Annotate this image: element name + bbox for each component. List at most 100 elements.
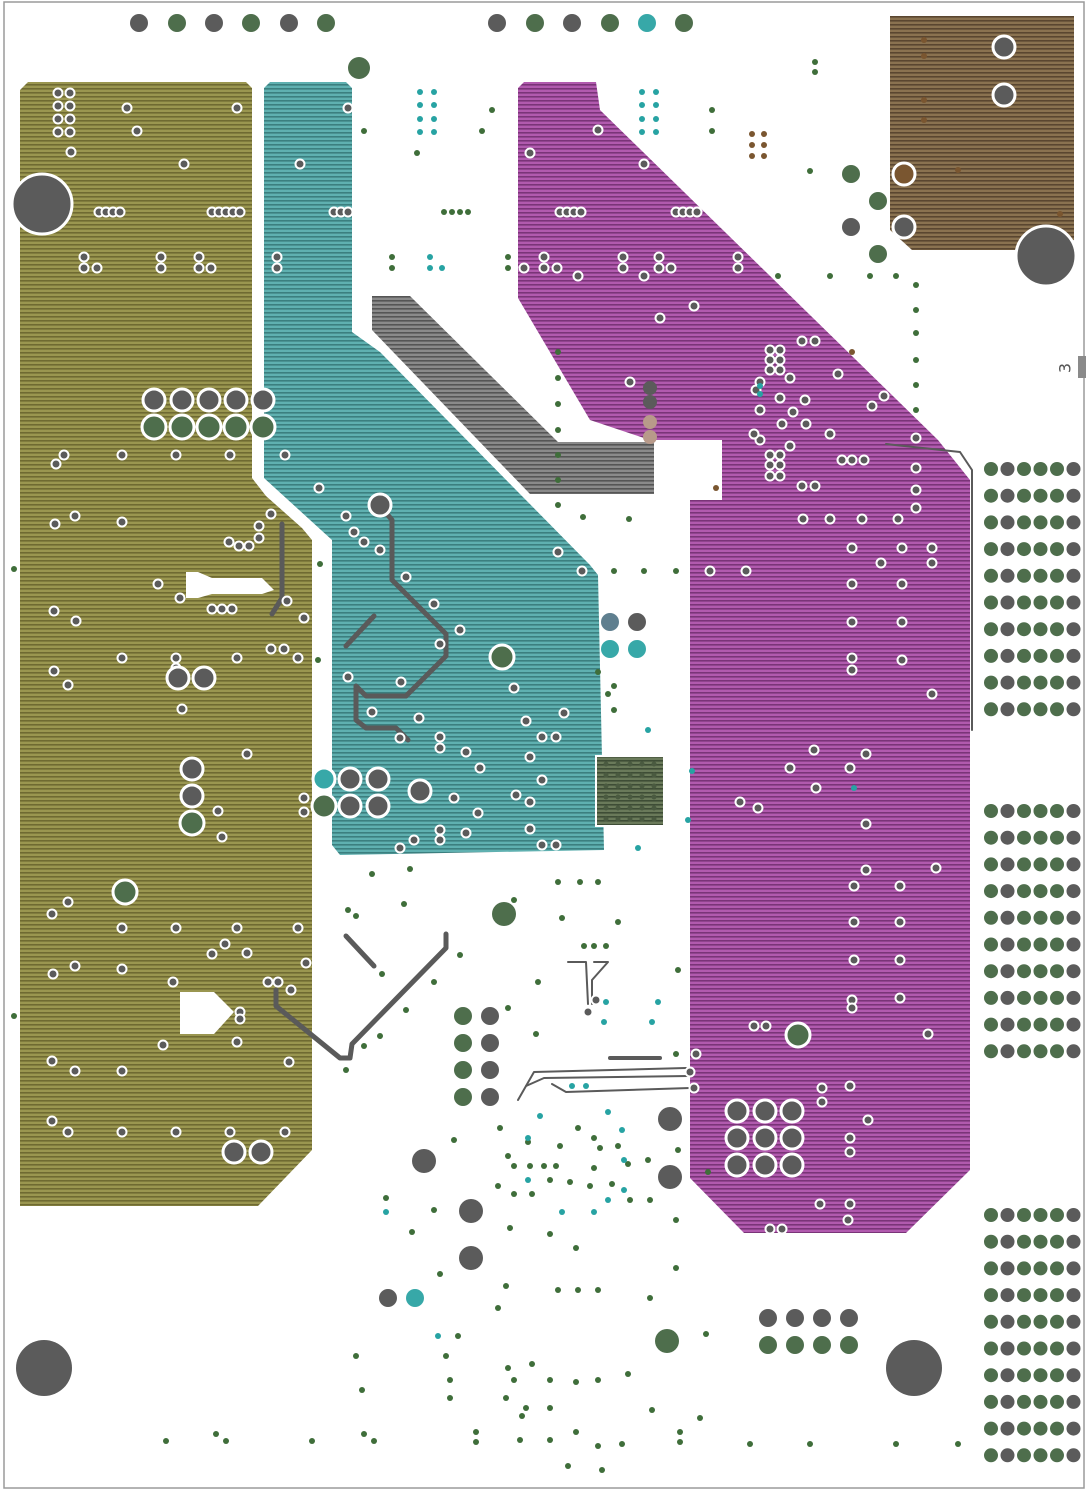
stitching-via [774,392,786,404]
edge-marker [1078,356,1086,378]
connector-pad [1033,622,1048,637]
signal-via [497,1125,503,1131]
signal-via [547,1437,553,1443]
connector-pad [1017,804,1031,818]
connector-pad [984,702,998,717]
pad [842,165,860,183]
stitching-via [170,449,182,461]
connector-pad [1050,1234,1064,1249]
component-pad [365,793,391,819]
stitching-via [298,806,310,818]
connector-pad [1033,1017,1048,1032]
stitching-via [69,510,81,522]
connector-pad [1000,804,1015,818]
component-pad [365,766,391,792]
signal-via [625,1371,631,1377]
stitching-via [846,542,858,554]
connector-pad [1050,1261,1064,1276]
stitching-via [752,802,764,814]
connector-pad [984,964,998,979]
teal-via [653,116,659,122]
connector-pad [1000,515,1015,530]
header-pad [675,14,693,32]
header-pad [242,14,260,32]
stitching-via [170,1126,182,1138]
stitching-via [844,1146,856,1158]
connector-pad [1066,1341,1081,1356]
connector-pad [1017,937,1031,952]
connector-pad [1066,1368,1081,1383]
connector-pad [1017,990,1031,1005]
ic-thermal-via [627,783,633,789]
stitching-via [262,976,274,988]
teal-via [431,89,437,95]
connector-pad [1050,462,1064,476]
stitching-via [617,262,629,274]
connector-pad [1066,462,1081,476]
stitching-via [774,459,786,471]
stitching-via [170,652,182,664]
stitching-via [740,565,752,577]
teal-via [639,129,645,135]
signal-via [867,273,873,279]
signal-via [565,1463,571,1469]
connector-pad [1033,990,1048,1005]
teal-via [439,265,445,271]
pad [655,1329,679,1353]
stitching-via [844,1080,856,1092]
stitching-via [206,948,218,960]
pad [348,57,370,79]
stitching-via [538,251,550,263]
stitching-via [910,484,922,496]
connector-pad [984,1288,998,1303]
stitching-via [653,251,665,263]
stitching-via [413,712,425,724]
stitching-via [155,262,167,274]
signal-via [389,265,395,271]
stitching-via [348,526,360,538]
signal-via [913,407,919,413]
stitching-via [46,1055,58,1067]
signal-via [457,209,463,215]
stitching-via [91,262,103,274]
stitching-via [617,251,629,263]
ic-thermal-via [603,794,609,800]
pad [481,1088,499,1106]
teal-via [639,116,645,122]
connector-pad [984,1394,998,1409]
component-pad [488,643,516,671]
ic-thermal-via [627,761,633,767]
stitching-via [234,1013,246,1025]
connector-pad [984,595,998,610]
stitching-via [691,206,703,218]
connector-pad [1017,1368,1031,1383]
signal-via [317,561,323,567]
connector-pad [1066,1044,1081,1059]
connector-pad [1066,1208,1081,1222]
connector-pad [1033,884,1048,899]
stitching-via [550,731,562,743]
stitching-via [654,312,666,324]
stitching-via [52,126,64,138]
teal-via [417,129,423,135]
signal-via [591,1165,597,1171]
connector-pad [1066,964,1081,979]
connector-pad [1066,1288,1081,1303]
brown-via [849,349,855,355]
connector-pad [984,857,998,872]
teal-via [601,1019,607,1025]
header-pad [526,14,544,32]
teal-via [431,129,437,135]
connector-pad [1050,515,1064,530]
signal-via [557,1143,563,1149]
stitching-via [848,880,860,892]
ic-thermal-via [603,816,609,822]
connector-pad [1066,830,1081,845]
pad [454,1007,472,1025]
stitching-via [816,1082,828,1094]
component-pad [310,792,338,820]
stitching-via [764,1223,776,1235]
connector-pad [1000,1261,1015,1276]
component-pad [196,387,222,413]
brown-via [1057,211,1063,217]
